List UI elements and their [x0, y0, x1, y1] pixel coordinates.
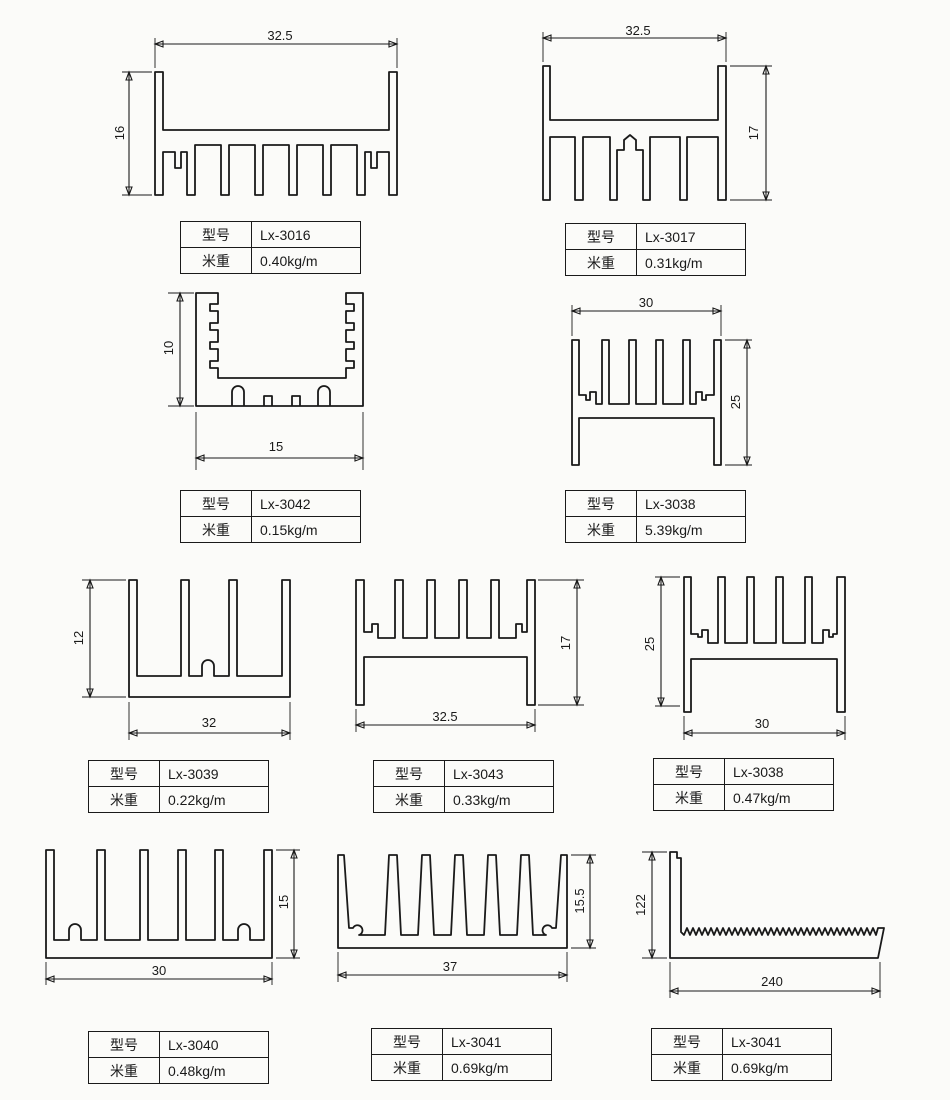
weight-label: 米重 — [371, 1054, 443, 1081]
dim-width-lx3042: 15 — [269, 439, 283, 454]
weight-value: 5.39kg/m — [636, 516, 746, 543]
model-value: Lx-3016 — [251, 221, 361, 248]
dim-height-lx3042: 10 — [161, 341, 176, 355]
model-label: 型号 — [651, 1028, 723, 1055]
model-label: 型号 — [180, 490, 252, 517]
dim-height-lx3016: 16 — [112, 126, 127, 140]
model-label: 型号 — [653, 758, 725, 785]
weight-label: 米重 — [88, 786, 160, 813]
model-value: Lx-3043 — [444, 760, 554, 787]
dim-width-lx3043: 32.5 — [432, 709, 457, 724]
weight-value: 0.47kg/m — [724, 784, 834, 811]
dim-width-lx3038-a: 30 — [639, 295, 653, 310]
weight-value: 0.40kg/m — [251, 247, 361, 274]
dim-width-lx3016: 32.5 — [267, 28, 292, 43]
weight-value: 0.33kg/m — [444, 786, 554, 813]
model-value: Lx-3040 — [159, 1031, 269, 1058]
model-value: Lx-3038 — [636, 490, 746, 517]
dim-width-lx3040: 30 — [152, 963, 166, 978]
dim-width-lx3041-a: 37 — [443, 959, 457, 974]
dim-width-lx3041-b: 240 — [761, 974, 783, 989]
weight-label: 米重 — [373, 786, 445, 813]
dim-height-lx3041-a: 15.5 — [572, 888, 587, 913]
model-value: Lx-3017 — [636, 223, 746, 250]
dim-height-lx3017: 17 — [746, 126, 761, 140]
weight-value: 0.69kg/m — [722, 1054, 832, 1081]
dim-width-lx3039: 32 — [202, 715, 216, 730]
dim-height-lx3041-b: 122 — [633, 894, 648, 916]
weight-value: 0.22kg/m — [159, 786, 269, 813]
weight-value: 0.69kg/m — [442, 1054, 552, 1081]
dim-height-lx3038-a: 25 — [728, 395, 743, 409]
model-value: Lx-3041 — [722, 1028, 832, 1055]
weight-value: 0.31kg/m — [636, 249, 746, 276]
weight-label: 米重 — [88, 1057, 160, 1084]
weight-label: 米重 — [651, 1054, 723, 1081]
weight-value: 0.15kg/m — [251, 516, 361, 543]
dim-width-lx3038-b: 30 — [755, 716, 769, 731]
weight-label: 米重 — [565, 249, 637, 276]
dim-width-lx3017: 32.5 — [625, 23, 650, 38]
model-label: 型号 — [88, 1031, 160, 1058]
weight-label: 米重 — [653, 784, 725, 811]
dim-height-lx3038-b: 25 — [642, 637, 657, 651]
weight-value: 0.48kg/m — [159, 1057, 269, 1084]
dim-height-lx3039: 12 — [71, 631, 86, 645]
weight-label: 米重 — [180, 247, 252, 274]
weight-label: 米重 — [565, 516, 637, 543]
model-label: 型号 — [88, 760, 160, 787]
dim-height-lx3040: 15 — [276, 895, 291, 909]
dim-height-lx3043: 17 — [558, 636, 573, 650]
weight-label: 米重 — [180, 516, 252, 543]
